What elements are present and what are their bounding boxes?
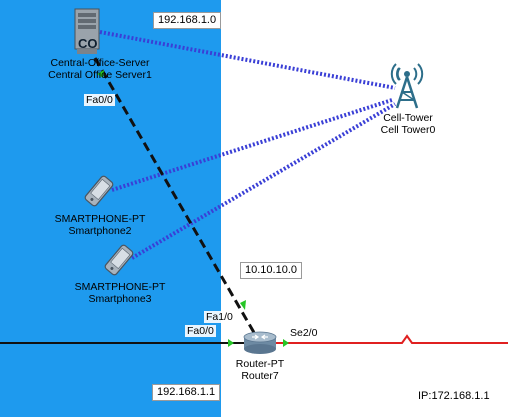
- router-icon: [243, 331, 277, 354]
- smartphone3-name: Smartphone3: [88, 293, 152, 305]
- smartphone-icon: [84, 175, 114, 207]
- port-label-router-fa00: Fa0/0: [185, 325, 216, 337]
- network-label-top: 192.168.1.0: [153, 12, 222, 29]
- router-label: Router-PT Router7: [220, 358, 300, 382]
- cell-tower-label: Cell-Tower Cell Tower0: [358, 112, 458, 136]
- port-label-server-fa00: Fa0/0: [84, 94, 115, 106]
- server-label: Central-Office-Server Central Office Ser…: [20, 57, 180, 81]
- server-type: Central-Office-Server: [50, 57, 150, 69]
- smartphone2-device[interactable]: [82, 174, 116, 208]
- router-device[interactable]: [242, 329, 278, 355]
- smartphone3-type: SMARTPHONE-PT: [74, 281, 166, 293]
- network-label-middle: 10.10.10.0: [240, 262, 302, 279]
- port-status-router-fa10: [240, 300, 246, 310]
- router-type: Router-PT: [235, 358, 285, 370]
- smartphone3-device[interactable]: [102, 243, 136, 277]
- link-server-router: [93, 57, 258, 337]
- port-status-router-fa00: [228, 339, 234, 347]
- smartphone2-name: Smartphone2: [68, 225, 132, 237]
- smartphone2-type: SMARTPHONE-PT: [54, 213, 146, 225]
- ip-note: IP:172.168.1.1: [418, 390, 490, 402]
- network-label-bottom: 192.168.1.1: [152, 384, 221, 401]
- router-name: Router7: [241, 370, 279, 382]
- smartphone2-label: SMARTPHONE-PT Smartphone2: [40, 213, 160, 237]
- wireless-link-phone3-tower: [130, 102, 397, 260]
- cell-tower-device[interactable]: [390, 58, 424, 110]
- cell-tower-icon: [390, 63, 424, 109]
- port-label-router-se20: Se2/0: [288, 327, 320, 339]
- port-status-router-se20: [283, 339, 289, 347]
- cell-tower-name: Cell Tower0: [380, 124, 436, 136]
- smartphone-icon: [104, 244, 134, 276]
- server-name: Central Office Server1: [48, 69, 152, 81]
- server-device[interactable]: CO: [74, 8, 100, 56]
- network-area-highlight: [0, 0, 221, 417]
- server-badge: CO: [78, 36, 98, 51]
- serial-link-router: [276, 334, 508, 344]
- wireless-link-phone2-tower: [111, 98, 393, 192]
- cell-tower-type: Cell-Tower: [383, 112, 433, 124]
- smartphone3-label: SMARTPHONE-PT Smartphone3: [60, 281, 180, 305]
- port-status-server: [97, 70, 104, 78]
- port-label-router-fa10: Fa1/0: [204, 311, 235, 323]
- server-icon: [74, 8, 100, 54]
